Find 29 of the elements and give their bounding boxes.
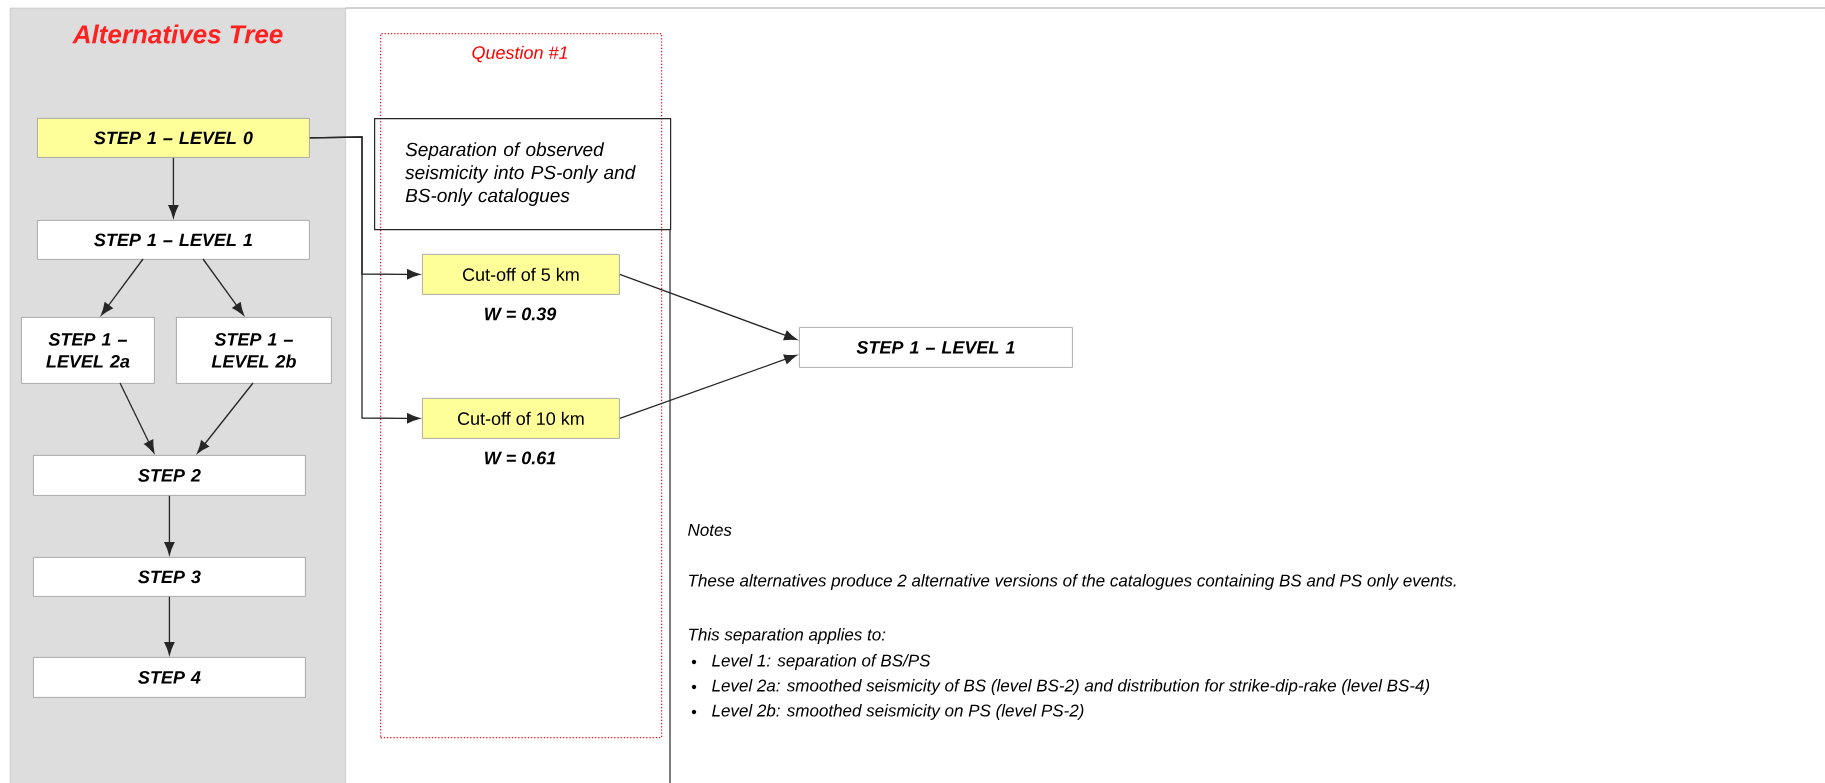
- step-box: STEP 1 – LEVEL 2b: [176, 317, 332, 384]
- arrow: [101, 258, 144, 316]
- notes-heading: Notes: [688, 524, 732, 536]
- note-item: Level 2a: smoothed seismicity of BS (level BS-2) and distribution for strike-dip-rake (level BS-4): [712, 679, 1430, 695]
- arrow: [619, 273, 798, 341]
- arrow: [202, 258, 245, 316]
- arrow: [168, 157, 179, 218]
- arrow: [309, 136, 420, 424]
- step-box: STEP 1 – LEVEL 2a: [21, 317, 155, 384]
- arrow: [164, 495, 175, 555]
- step-box: STEP 4: [33, 657, 306, 698]
- arrow: [619, 354, 798, 420]
- step-box: STEP 2: [33, 455, 306, 496]
- arrow: [164, 596, 175, 655]
- title: Alternatives Tree: [72, 24, 283, 44]
- note-text: These alternatives produce 2 alternative versions of the catalogues containing BS and PS only events.: [689, 574, 1456, 590]
- weight-label: W = 0.39: [485, 307, 557, 321]
- option-box: Cut-off of 5 km: [422, 254, 620, 295]
- step-box: STEP 1 – LEVEL 1: [799, 327, 1073, 368]
- arrow: [119, 382, 155, 454]
- note-item: Level 2b: smoothed seismicity on PS (level PS-2): [712, 704, 1084, 720]
- note-text: This separation applies to:: [689, 628, 886, 644]
- step-box: STEP 3: [33, 557, 306, 597]
- step-box: STEP 1 – LEVEL 0: [37, 118, 310, 158]
- option-box: Cut-off of 10 km: [422, 398, 620, 439]
- note-item: Level 1: separation of BS/PS: [712, 654, 931, 670]
- arrow: [197, 382, 254, 454]
- step-box: STEP 1 – LEVEL 1: [37, 220, 310, 260]
- weight-label: W = 0.61: [485, 451, 556, 465]
